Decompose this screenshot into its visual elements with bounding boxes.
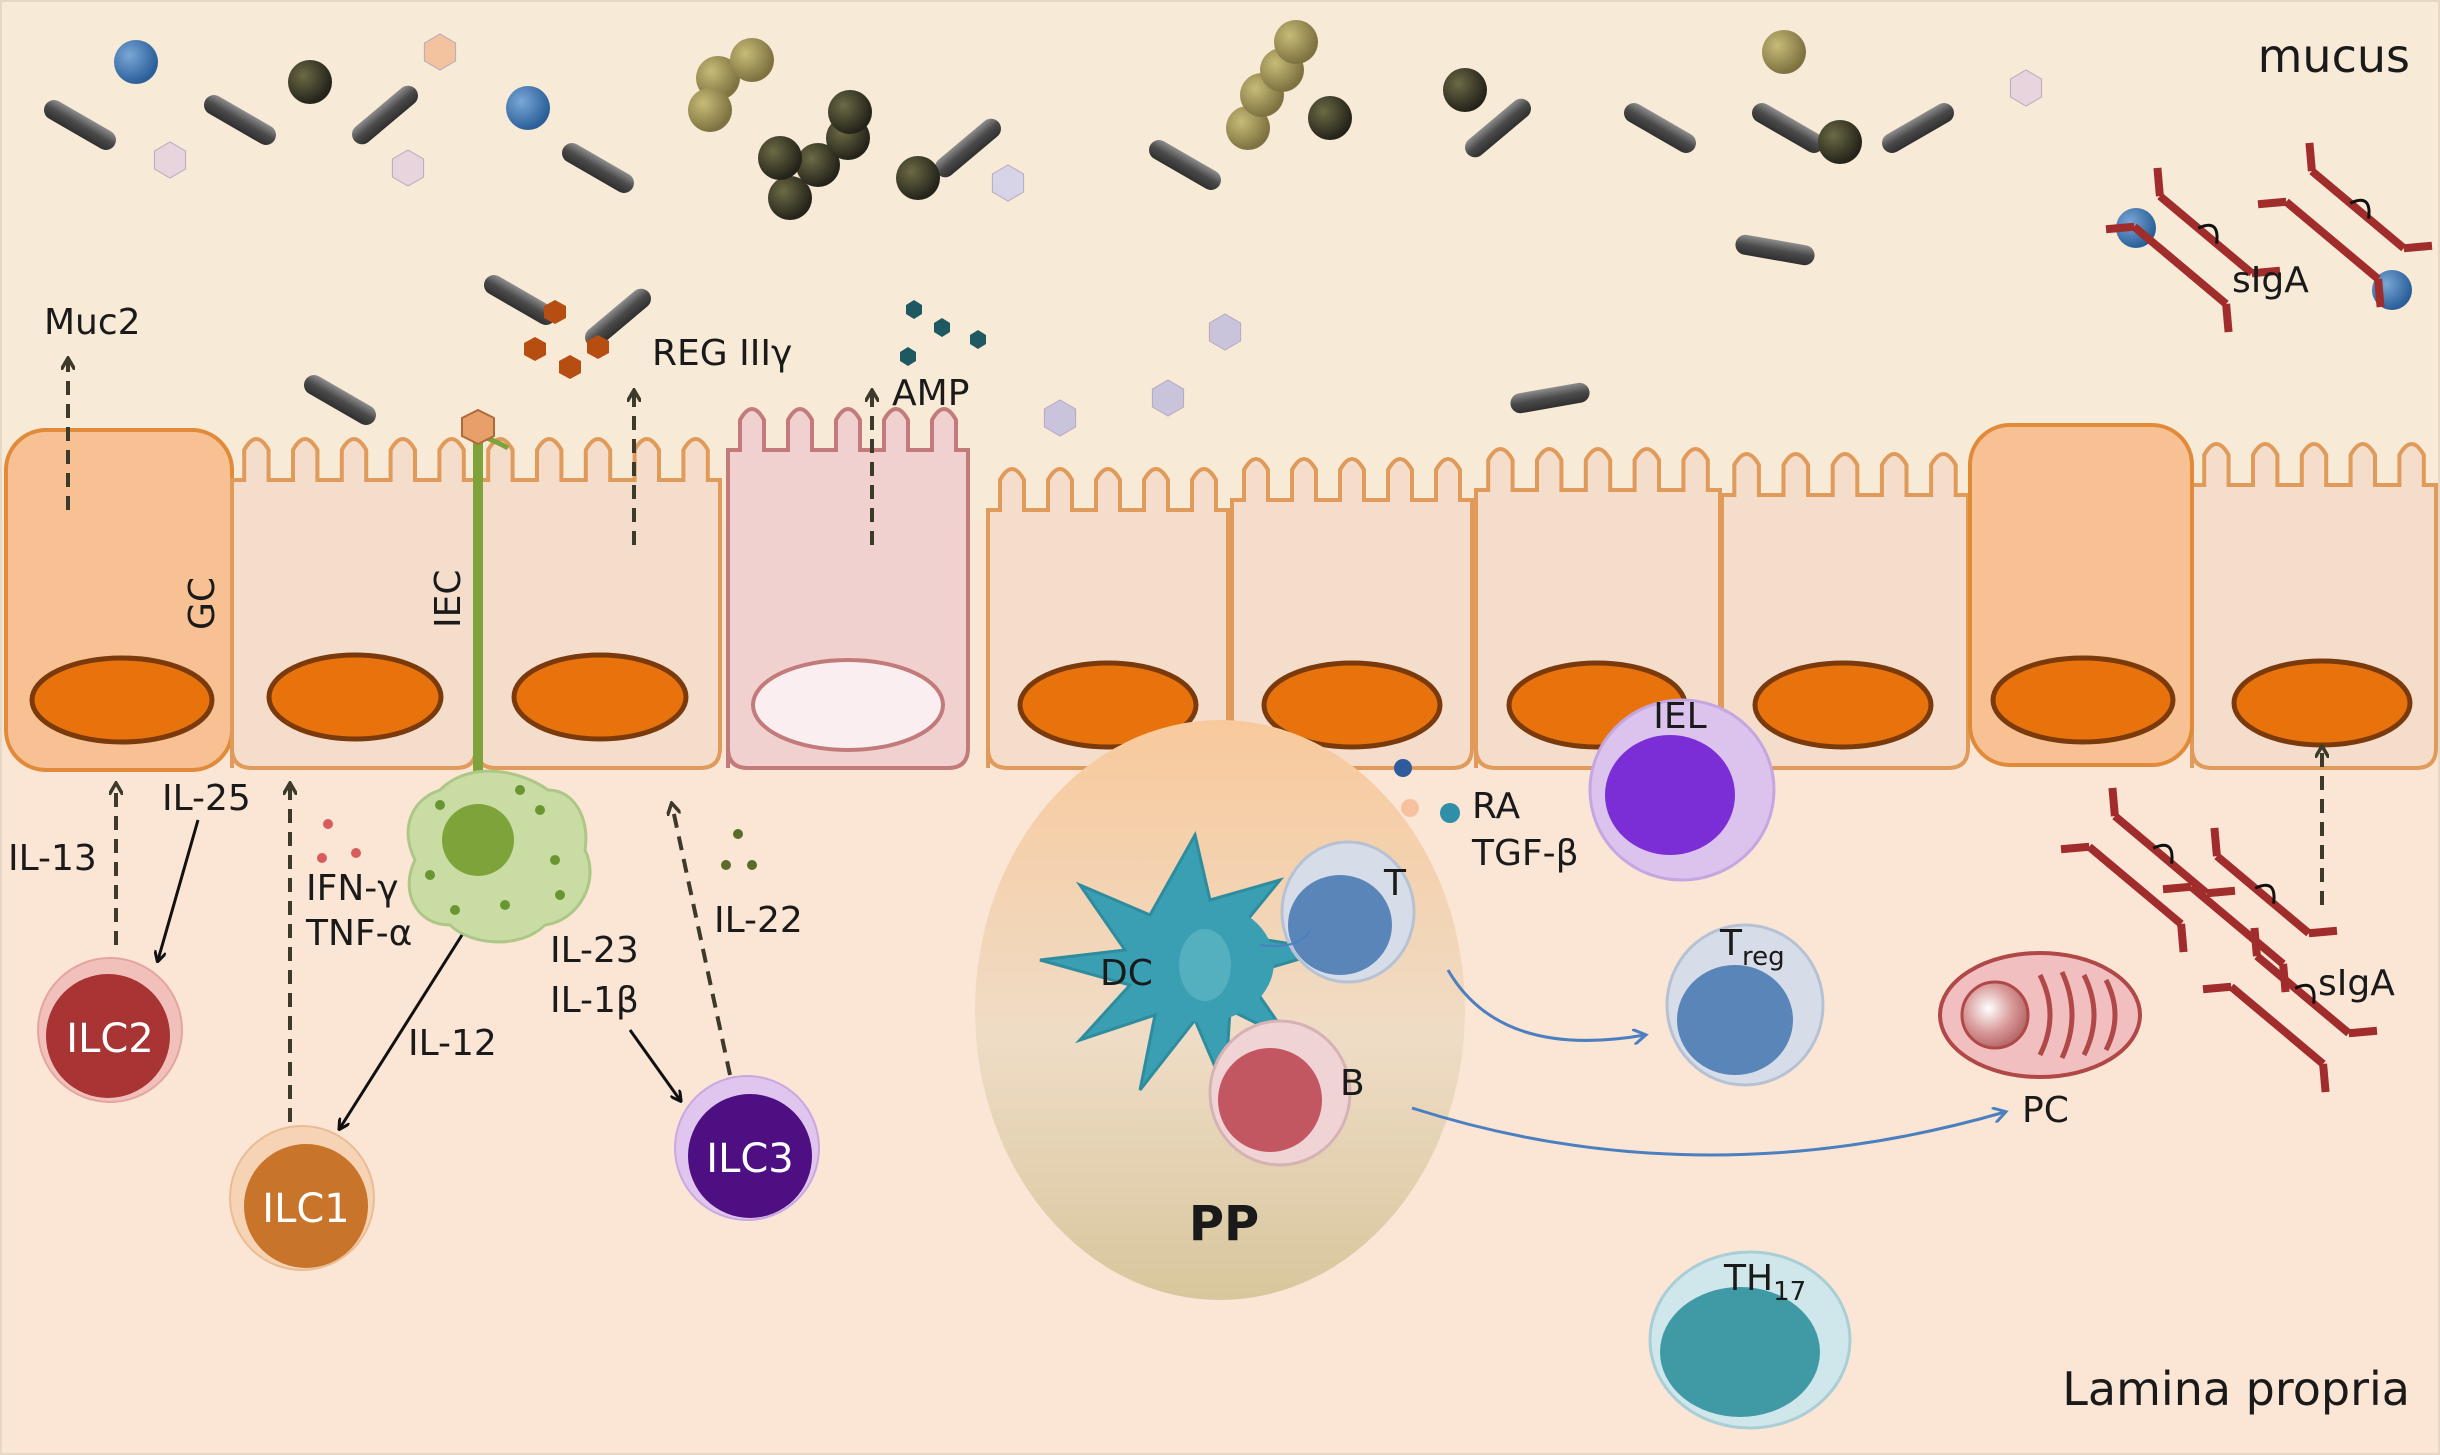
amp-label: AMP [892, 373, 969, 414]
ilc2-label: ILC2 [66, 1016, 153, 1062]
iec-sampling-process [461, 408, 510, 780]
ilc2-cell [37, 957, 183, 1103]
rod-bacterium [1465, 98, 1531, 158]
il25-label: IL-25 [162, 778, 251, 819]
antigen-particle [1151, 379, 1185, 417]
il13-label: IL-13 [8, 838, 97, 879]
coccus-bacterium [1308, 96, 1352, 140]
dc-label: DC [1100, 953, 1153, 994]
paneth-cell-nucleus [751, 658, 945, 752]
t-label: T [1383, 863, 1407, 904]
rod-bacterium [562, 143, 634, 193]
rod-bacterium [1882, 103, 1954, 153]
rod-bacterium [935, 118, 1001, 178]
siga-antibody [2105, 167, 2281, 333]
coccus-bacterium [506, 86, 550, 130]
cytokine-dots [317, 759, 1460, 870]
iel-cell [1588, 698, 1776, 882]
pp-label: PP [1189, 1196, 1259, 1252]
coccus-bacterium [758, 136, 802, 180]
th17-label: TH17 [1723, 1258, 1806, 1307]
ilc1-label: ILC1 [262, 1186, 349, 1232]
tgfb-label: TGF-β [1471, 833, 1579, 874]
rod-bacterium [352, 85, 418, 145]
coccus-bacterium [1443, 68, 1487, 112]
reg3g-particles [524, 300, 609, 379]
antigen-particle [2009, 69, 2043, 107]
dendritic-cell-iec [406, 769, 592, 944]
tnfa-label: TNF-α [305, 913, 412, 954]
rod-bacterium [204, 95, 276, 145]
antigen-particle [153, 141, 187, 179]
rod-bacterium [484, 275, 556, 325]
rod-bacterium [1624, 103, 1696, 153]
rod-bacterium [304, 375, 376, 425]
b-cell [1208, 1019, 1352, 1167]
coccus-bacterium [288, 60, 332, 104]
reg3g-label: REG IIIγ [652, 333, 792, 374]
ifng-label: IFN-γ [306, 868, 399, 909]
il12-label: IL-12 [408, 1023, 497, 1064]
iec-label: IEC [428, 570, 469, 629]
siga-antibody [2257, 142, 2433, 308]
rod-bacterium [585, 288, 651, 348]
rod-bacterium [1735, 234, 1815, 266]
coccus-bacterium [796, 143, 840, 187]
ilc3-label: ILC3 [706, 1136, 793, 1182]
coccus-bacterium [688, 88, 732, 132]
th17-cell [1648, 1250, 1852, 1430]
il23-label: IL-23 [550, 930, 639, 971]
coccus-bacterium [1762, 30, 1806, 74]
dendritic-cell [1039, 830, 1331, 1091]
antigen-particle [991, 164, 1025, 202]
ilc1-cell [229, 1125, 375, 1271]
coccus-bacterium [1226, 106, 1270, 150]
rod-bacterium [1510, 382, 1590, 414]
treg-label: Treg [1719, 923, 1785, 972]
iel-label: IEL [1653, 696, 1706, 737]
siga-top-label: sIgA [2232, 260, 2309, 301]
muc2-label: Muc2 [44, 302, 141, 343]
gc-label: GC [182, 577, 223, 630]
ra-label: RA [1472, 786, 1521, 827]
treg-cell [1665, 923, 1825, 1087]
mucus-label: mucus [2258, 29, 2410, 83]
coccus-bacterium [768, 176, 812, 220]
siga-antibody [2060, 787, 2236, 953]
coccus-bacterium [1818, 120, 1862, 164]
labels: mucus Lamina propria GC IEC Muc2 REG III… [8, 29, 2410, 1416]
rod-bacterium [44, 100, 116, 150]
siga-antibody [2162, 827, 2338, 993]
siga-antibody [2202, 927, 2378, 1093]
antigen-particle [1208, 313, 1242, 351]
coccus-bacterium [828, 90, 872, 134]
microbiota [44, 20, 2412, 437]
antigen-particle [1043, 399, 1077, 437]
amp-particles [900, 300, 986, 366]
rod-bacterium [1752, 103, 1824, 153]
rod-bacterium [1149, 140, 1221, 190]
t-cell [1280, 840, 1416, 984]
b-label: B [1340, 1063, 1365, 1104]
coccus-bacterium [730, 38, 774, 82]
lamina-propria-label: Lamina propria [2062, 1362, 2410, 1416]
plasma-cell [1938, 951, 2142, 1079]
il1b-label: IL-1β [550, 980, 639, 1021]
il22-label: IL-22 [714, 900, 803, 941]
ilc3-cell [674, 1075, 820, 1221]
siga-bottom-label: sIgA [2318, 963, 2395, 1004]
pc-label: PC [2022, 1090, 2069, 1131]
nuclei [29, 652, 2413, 752]
coccus-bacterium [114, 40, 158, 84]
coccus-bacterium [1274, 20, 1318, 64]
siga-antibodies [2060, 142, 2433, 1093]
antigen-particle [391, 149, 425, 187]
antigen-particle [423, 33, 457, 71]
arrows [68, 360, 2322, 1157]
coccus-bacterium [896, 156, 940, 200]
